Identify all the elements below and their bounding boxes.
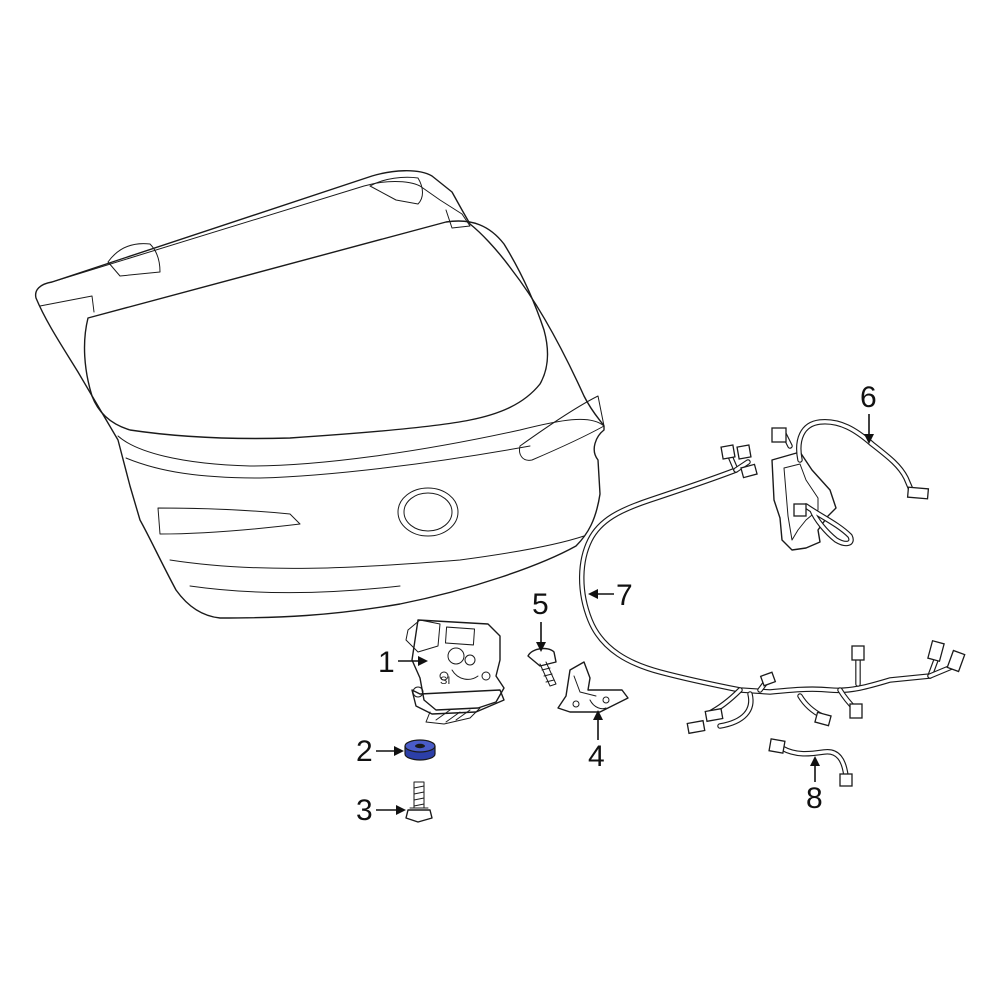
harness-part-6 — [771, 419, 930, 551]
bolt-part-5 — [527, 647, 557, 687]
callout-3: 3 — [356, 794, 406, 827]
liftgate-outline — [34, 170, 605, 619]
callout-number: 2 — [356, 735, 373, 768]
callout-number: 1 — [378, 646, 395, 679]
svg-text:SI: SI — [440, 675, 450, 687]
callout-7: 7 — [588, 579, 633, 612]
callout-2: 2 — [356, 735, 404, 768]
callout-1: 1 — [378, 646, 428, 679]
callout-number: 7 — [616, 579, 633, 612]
callout-8: 8 — [806, 756, 823, 815]
callout-5: 5 — [532, 588, 549, 652]
harness-part-7 — [579, 444, 966, 735]
washer-part — [404, 739, 436, 761]
callout-number: 6 — [860, 381, 877, 414]
callout-number: 3 — [356, 794, 373, 827]
callout-number: 8 — [806, 782, 823, 815]
callout-number: 5 — [532, 588, 549, 621]
striker-part — [557, 661, 629, 713]
harness-part-8 — [768, 738, 853, 787]
callout-4: 4 — [588, 710, 605, 773]
bolt-part-3 — [405, 781, 433, 823]
callout-number: 4 — [588, 740, 605, 773]
liftgate-latch-part: SI — [405, 619, 505, 725]
callout-6: 6 — [860, 381, 877, 444]
